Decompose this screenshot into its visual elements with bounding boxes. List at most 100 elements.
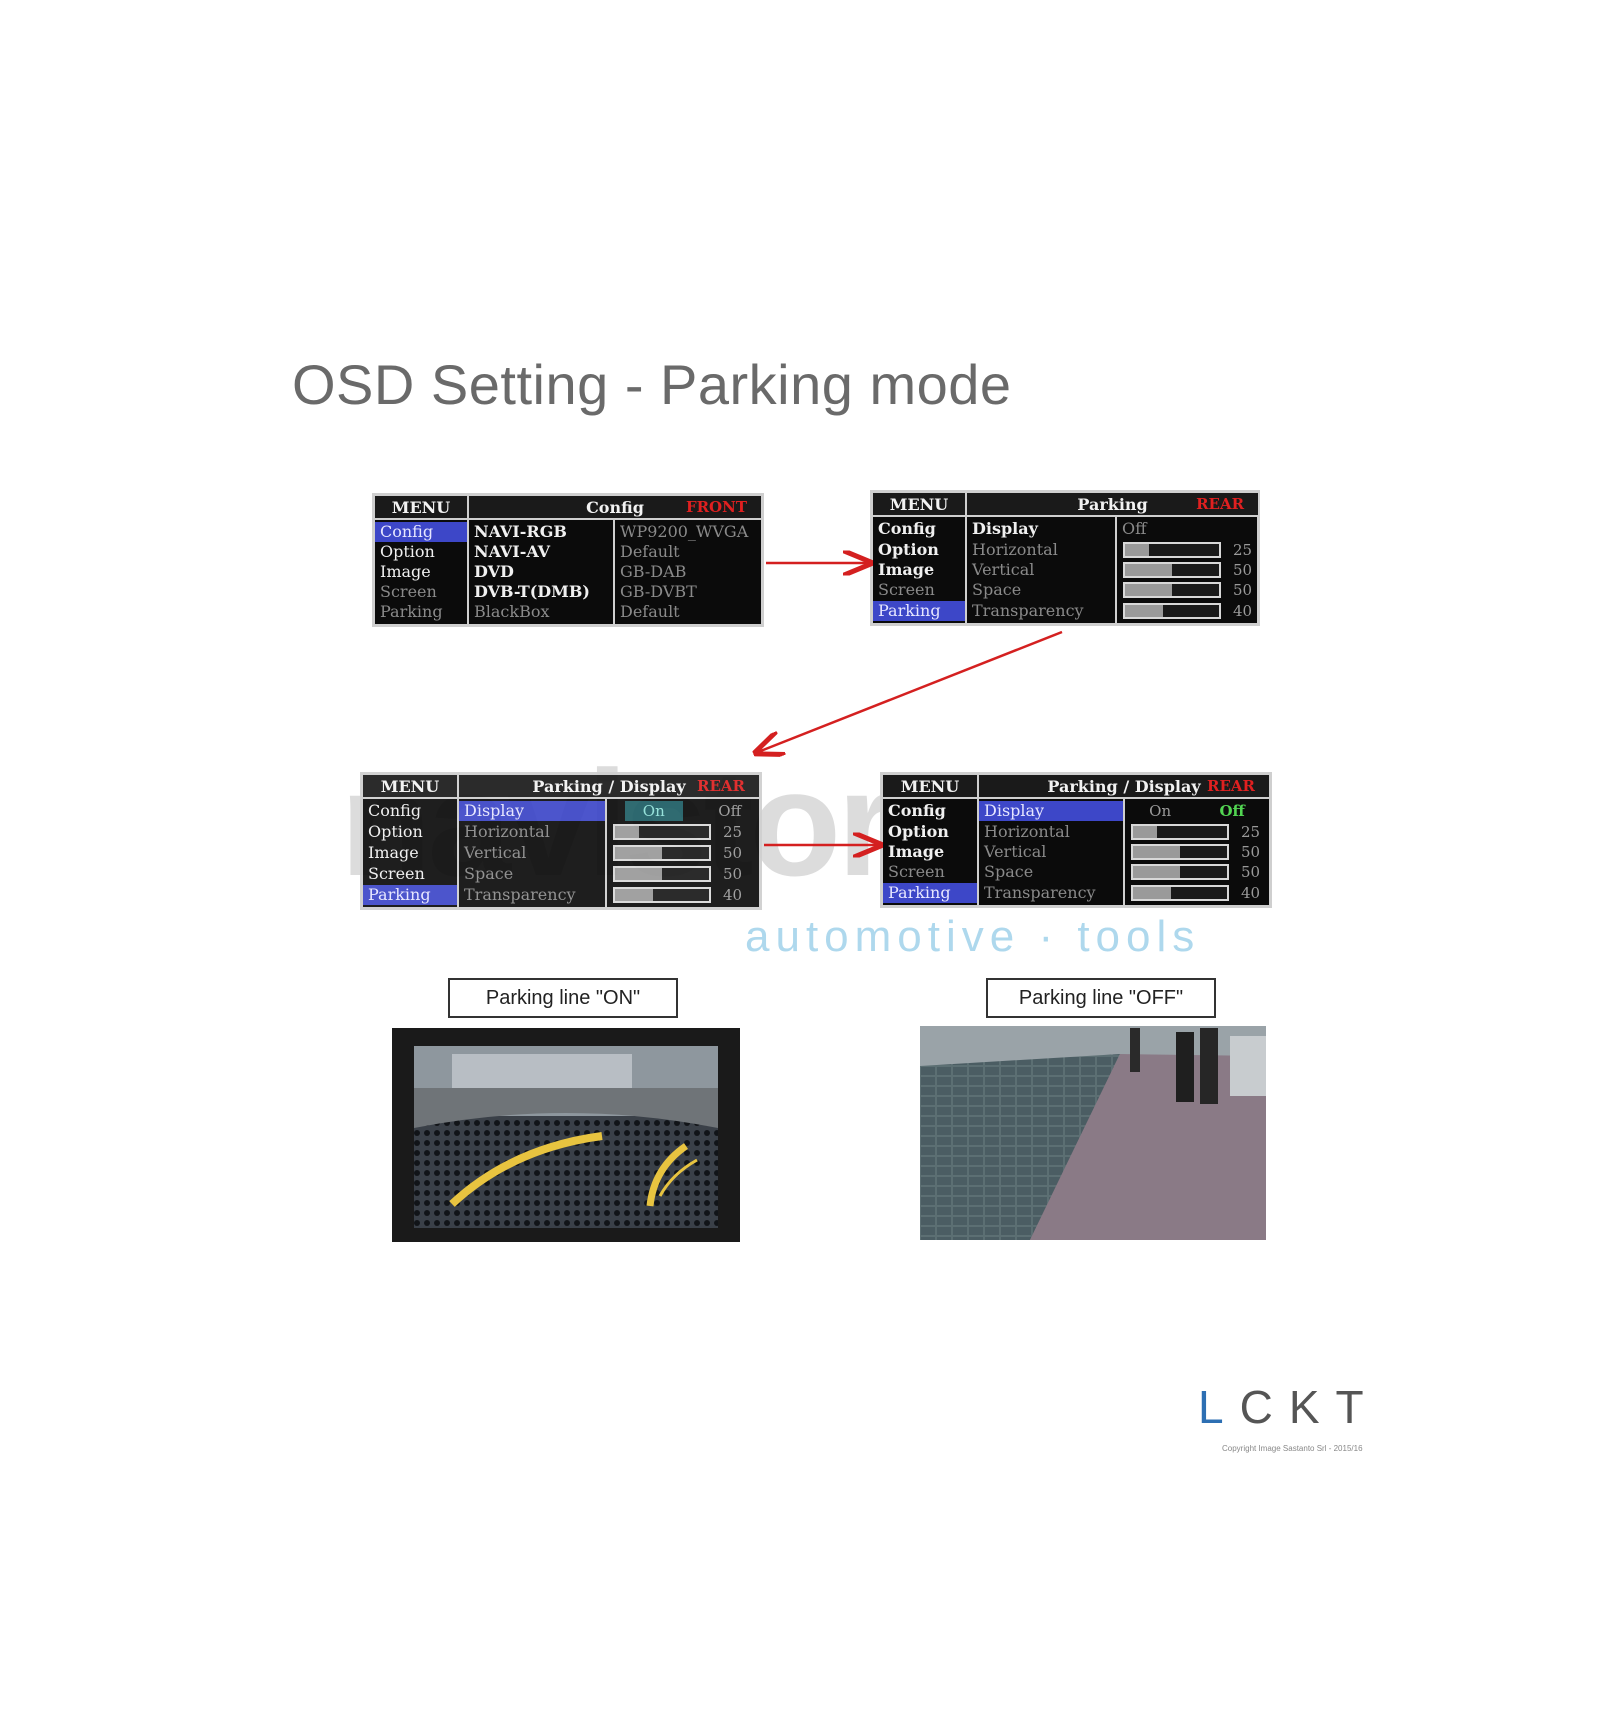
- slider-fill: [615, 888, 653, 901]
- display-on-option[interactable]: On: [624, 801, 683, 822]
- config-input-label[interactable]: DVD: [474, 562, 514, 581]
- menu-item-parking[interactable]: Parking: [873, 600, 965, 621]
- slider-value: 40: [1233, 601, 1253, 620]
- menu-item-option[interactable]: Option: [888, 821, 949, 841]
- menu-item-option[interactable]: Option: [380, 542, 435, 561]
- option-space[interactable]: Space: [984, 862, 1034, 882]
- display-toggle[interactable]: On Off: [1125, 801, 1269, 821]
- menu-item-screen[interactable]: Screen: [878, 580, 935, 600]
- menu-item-image[interactable]: Image: [888, 841, 945, 861]
- menu-item-parking[interactable]: Parking: [380, 602, 443, 621]
- slider-value: 40: [723, 885, 743, 904]
- parking-values: On Off 25 50 50 40: [607, 799, 759, 907]
- option-display[interactable]: Display: [979, 801, 1123, 822]
- slider-horizontal[interactable]: [1131, 823, 1229, 840]
- display-off-option[interactable]: Off: [718, 802, 742, 821]
- slider-fill: [1125, 543, 1149, 556]
- slider-value: 50: [723, 843, 743, 862]
- menu-item-image[interactable]: Image: [368, 842, 419, 862]
- menu-item-screen[interactable]: Screen: [380, 582, 437, 601]
- panel-title: Parking REAR: [967, 493, 1259, 517]
- display-on-option[interactable]: On: [1149, 802, 1172, 821]
- slider-space[interactable]: [1123, 582, 1221, 599]
- option-transparency[interactable]: Transparency: [972, 600, 1084, 620]
- option-space[interactable]: Space: [464, 863, 514, 883]
- osd-panel-display-on: MENU Parking / Display REAR Config Optio…: [360, 772, 762, 910]
- menu-item-image[interactable]: Image: [380, 562, 431, 581]
- slider-vertical[interactable]: [1131, 843, 1229, 860]
- menu-item-parking[interactable]: Parking: [363, 884, 457, 905]
- slider-fill: [1133, 825, 1157, 838]
- panel-title-text: Parking: [1077, 494, 1148, 514]
- panel-title-text: Parking / Display: [1047, 776, 1201, 796]
- option-space[interactable]: Space: [972, 580, 1022, 600]
- slider-transparency[interactable]: [613, 886, 711, 903]
- slider-vertical[interactable]: [613, 844, 711, 861]
- slider-fill: [615, 846, 662, 859]
- slider-horizontal[interactable]: [1123, 541, 1221, 558]
- panel-title: Config FRONT: [469, 496, 761, 520]
- menu-item-screen[interactable]: Screen: [888, 862, 945, 882]
- camera-view-parking-lines-off: [920, 1026, 1266, 1240]
- parking-options: Display Horizontal Vertical Space Transp…: [979, 799, 1125, 905]
- slider-space[interactable]: [1131, 864, 1229, 881]
- slider-fill: [1133, 866, 1180, 879]
- option-display[interactable]: Display: [972, 519, 1038, 539]
- parking-options: Display Horizontal Vertical Space Transp…: [459, 799, 607, 907]
- display-off-option[interactable]: Off: [1219, 802, 1245, 821]
- option-horizontal[interactable]: Horizontal: [972, 539, 1058, 559]
- menu-item-config[interactable]: Config: [375, 522, 467, 542]
- config-input-label[interactable]: DVB-T(DMB): [474, 582, 590, 601]
- slider-fill: [1125, 584, 1172, 597]
- config-input-label[interactable]: NAVI-AV: [474, 542, 551, 561]
- menu-item-config[interactable]: Config: [888, 801, 946, 821]
- slider-space[interactable]: [613, 865, 711, 882]
- menu-header: MENU: [873, 493, 967, 517]
- page-title: OSD Setting - Parking mode: [292, 353, 1012, 416]
- option-horizontal[interactable]: Horizontal: [464, 822, 550, 842]
- panel-title: Parking / Display REAR: [979, 775, 1269, 799]
- slider-value: 50: [1233, 581, 1253, 600]
- panel-title-text: Parking / Display: [532, 776, 686, 796]
- config-input-label[interactable]: NAVI-RGB: [474, 522, 567, 541]
- logo-letters: CKT: [1239, 1381, 1380, 1433]
- parking-options: Display Horizontal Vertical Space Transp…: [967, 517, 1117, 623]
- slider-fill: [1125, 563, 1172, 576]
- menu-item-image[interactable]: Image: [878, 559, 935, 579]
- config-value: Default: [620, 542, 680, 561]
- slider-fill: [1133, 886, 1171, 899]
- menu-item-screen[interactable]: Screen: [368, 863, 425, 883]
- option-horizontal[interactable]: Horizontal: [984, 821, 1070, 841]
- menu-list: Config Option Image Screen Parking: [883, 799, 979, 905]
- menu-list: Config Option Image Screen Parking: [363, 799, 459, 907]
- slider-transparency[interactable]: [1131, 884, 1229, 901]
- menu-item-config[interactable]: Config: [878, 519, 936, 539]
- menu-item-config[interactable]: Config: [368, 801, 422, 821]
- slider-fill: [615, 826, 639, 839]
- parking-values: Off 25 50 50 40: [1117, 517, 1258, 623]
- display-value: Off: [1122, 519, 1147, 539]
- slider-fill: [1125, 604, 1163, 617]
- slider-value: 50: [723, 864, 743, 883]
- option-vertical[interactable]: Vertical: [464, 842, 527, 862]
- slider-horizontal[interactable]: [613, 824, 711, 841]
- slider-vertical[interactable]: [1123, 561, 1221, 578]
- option-vertical[interactable]: Vertical: [984, 841, 1047, 861]
- rear-tag: REAR: [1196, 495, 1245, 513]
- slider-value: 50: [1241, 842, 1261, 861]
- option-display[interactable]: Display: [459, 801, 605, 822]
- option-transparency[interactable]: Transparency: [464, 884, 576, 904]
- option-transparency[interactable]: Transparency: [984, 882, 1096, 902]
- config-input-label[interactable]: BlackBox: [474, 602, 550, 621]
- config-value: GB-DVBT: [620, 582, 697, 601]
- slider-value: 40: [1241, 883, 1261, 902]
- slider-transparency[interactable]: [1123, 602, 1221, 619]
- menu-item-parking[interactable]: Parking: [883, 882, 977, 903]
- display-toggle[interactable]: On Off: [607, 801, 759, 822]
- osd-panel-display-off: MENU Parking / Display REAR Config Optio…: [880, 772, 1272, 908]
- config-value: GB-DAB: [620, 562, 687, 581]
- menu-item-option[interactable]: Option: [878, 539, 939, 559]
- menu-item-option[interactable]: Option: [368, 822, 423, 842]
- option-vertical[interactable]: Vertical: [972, 559, 1035, 579]
- menu-list: Config Option Image Screen Parking: [375, 520, 469, 624]
